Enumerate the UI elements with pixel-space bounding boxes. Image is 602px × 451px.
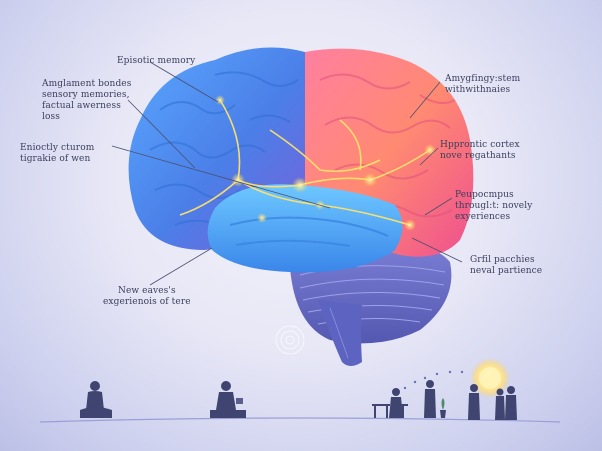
label-hippocampal-cortex: Hpprontic cortex nove regathants — [440, 140, 520, 161]
people-at-table — [372, 388, 408, 418]
label-emotional-recall: Enioctly cturom tigrakie of wen — [20, 143, 95, 164]
glow-points — [215, 95, 436, 231]
label-new-waves: New eaves's exgerienois of tere — [103, 286, 191, 307]
label-amygdala-system: Amygfingy:stem withwithnaies — [445, 74, 521, 95]
ground-line — [39, 417, 561, 423]
person-meditating — [80, 381, 112, 418]
dot-trail — [403, 370, 464, 390]
leader-lines — [111, 61, 463, 286]
label-episodic-memory: Episotic memory — [117, 56, 196, 66]
label-amygdala-bonds: Amglament bondes sensory memories, factu… — [42, 79, 132, 122]
left-gyri — [149, 71, 299, 229]
spiral-decoration — [275, 325, 305, 355]
people-silhouettes — [80, 380, 517, 420]
sun-core — [479, 367, 501, 389]
temporal-lobe — [207, 184, 403, 273]
label-grid-patches: Grfil pacchies neval partience — [470, 255, 543, 276]
person-sitting — [210, 381, 246, 418]
label-hippocampus: Peupocmpus througl:t: novely exyeriences — [455, 190, 533, 222]
plant — [440, 398, 446, 418]
brain-stem — [318, 300, 362, 366]
person-standing — [424, 380, 436, 418]
group-standing — [468, 384, 517, 420]
